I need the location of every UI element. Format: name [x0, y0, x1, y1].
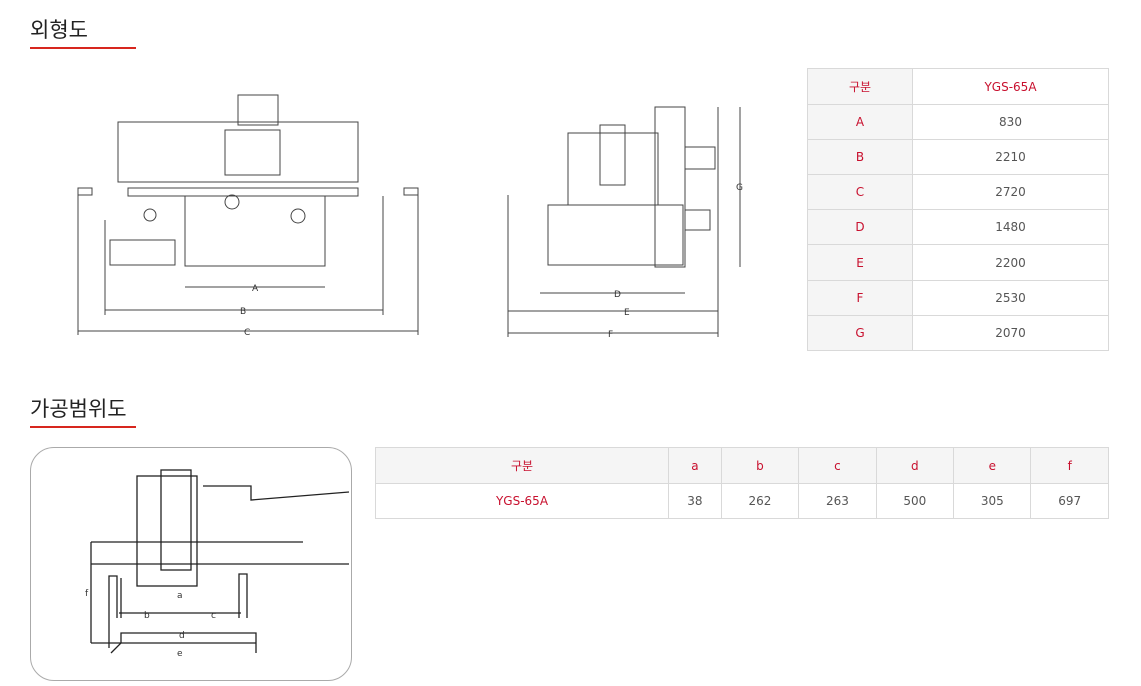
row-label: G	[807, 315, 913, 351]
header-f: f	[1030, 447, 1109, 484]
header-e: e	[953, 447, 1032, 484]
cell-d: 500	[875, 483, 955, 519]
dim-label-b: B	[240, 307, 246, 317]
range-label-c: c	[211, 611, 216, 621]
row-value: 830	[912, 104, 1109, 140]
row-label: D	[807, 209, 913, 245]
row-value: 2200	[912, 244, 1109, 281]
title-underline	[30, 426, 136, 428]
machining-range-drawing: b c d a e f	[85, 469, 350, 659]
cell-b: 262	[720, 483, 800, 519]
row-value: 1480	[912, 209, 1109, 245]
range-label-e: e	[177, 649, 183, 659]
cell-e: 305	[953, 483, 1032, 519]
range-label-b: b	[144, 611, 150, 621]
dim-label-e: E	[624, 308, 630, 318]
dim-label-g: G	[736, 183, 743, 193]
header-category: 구분	[807, 68, 913, 105]
row-label: A	[807, 104, 913, 140]
range-label-f: f	[85, 589, 89, 599]
dim-label-f: F	[608, 330, 613, 340]
row-label: E	[807, 244, 913, 281]
row-model: YGS-65A	[375, 483, 669, 519]
header-b: b	[720, 447, 800, 484]
cell-c: 263	[798, 483, 877, 519]
header-a: a	[668, 447, 722, 484]
machining-range-drawing-box: b c d a e f	[30, 447, 352, 681]
side-view-drawing: D E F G	[507, 106, 743, 340]
range-label-d: d	[179, 631, 185, 641]
machining-range-table: 구분 a b c d e f YGS-65A 38 262 263 500 30…	[375, 447, 1109, 519]
cell-f: 697	[1030, 483, 1109, 519]
header-category: 구분	[375, 447, 669, 484]
cell-a: 38	[668, 483, 722, 519]
row-value: 2210	[912, 139, 1109, 175]
row-value: 2070	[912, 315, 1109, 351]
title-underline	[30, 47, 136, 49]
row-value: 2530	[912, 280, 1109, 316]
row-label: C	[807, 174, 913, 210]
front-view-drawing: A B C	[77, 94, 419, 338]
header-c: c	[798, 447, 877, 484]
row-value: 2720	[912, 174, 1109, 210]
header-model: YGS-65A	[912, 68, 1109, 105]
dim-label-d: D	[614, 290, 621, 300]
header-d: d	[875, 447, 955, 484]
dim-label-a: A	[252, 284, 259, 294]
range-label-a: a	[177, 591, 183, 601]
section-title-machining-range: 가공범위도	[30, 397, 127, 421]
section-title-exterior: 외형도	[30, 18, 88, 42]
dim-label-c: C	[244, 328, 250, 338]
row-label: F	[807, 280, 913, 316]
row-label: B	[807, 139, 913, 175]
